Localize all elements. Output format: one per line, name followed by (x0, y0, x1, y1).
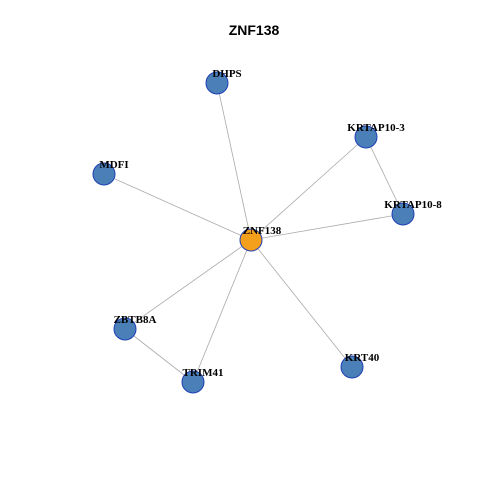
node-label-krt40: KRT40 (345, 352, 380, 364)
node-label-krtap10-8: KRTAP10-8 (384, 199, 442, 211)
node-mdfi: MDFI (92, 159, 129, 186)
node-label-zbtb8a: ZBTB8A (114, 314, 157, 326)
edge-znf138-zbtb8a (124, 239, 252, 330)
node-circle-zbtb8a (113, 317, 137, 341)
edge-znf138-krtap10-3 (250, 136, 367, 241)
node-trim41: TRIM41 (181, 367, 224, 394)
node-label-dhps: DHPS (212, 68, 241, 80)
edge-znf138-dhps (216, 82, 252, 241)
node-label-mdfi: MDFI (99, 159, 128, 171)
node-circle-krtap10-8 (391, 202, 415, 226)
node-dhps: DHPS (205, 68, 242, 95)
node-circle-znf138 (239, 228, 263, 252)
node-znf138: ZNF138 (239, 225, 282, 252)
node-label-trim41: TRIM41 (183, 367, 224, 379)
node-label-krtap10-3: KRTAP10-3 (347, 122, 405, 134)
node-zbtb8a: ZBTB8A (113, 314, 157, 341)
edge-znf138-krt40 (250, 239, 353, 368)
edge-znf138-krtap10-8 (250, 213, 404, 241)
node-circle-krt40 (340, 355, 364, 379)
edge-zbtb8a-trim41 (124, 328, 194, 383)
edge-znf138-trim41 (192, 239, 252, 383)
node-circle-trim41 (181, 370, 205, 394)
edge-znf138-mdfi (103, 173, 252, 241)
edge-krtap10-3-krtap10-8 (365, 136, 404, 215)
node-circle-mdfi (92, 162, 116, 186)
node-krt40: KRT40 (340, 352, 380, 379)
node-circle-krtap10-3 (354, 125, 378, 149)
diagram-title: ZNF138 (229, 22, 280, 38)
node-krtap10-3: KRTAP10-3 (347, 122, 405, 149)
node-krtap10-8: KRTAP10-8 (384, 199, 442, 226)
edges-layer (103, 82, 404, 383)
node-circle-dhps (205, 71, 229, 95)
node-label-znf138: ZNF138 (243, 225, 282, 237)
